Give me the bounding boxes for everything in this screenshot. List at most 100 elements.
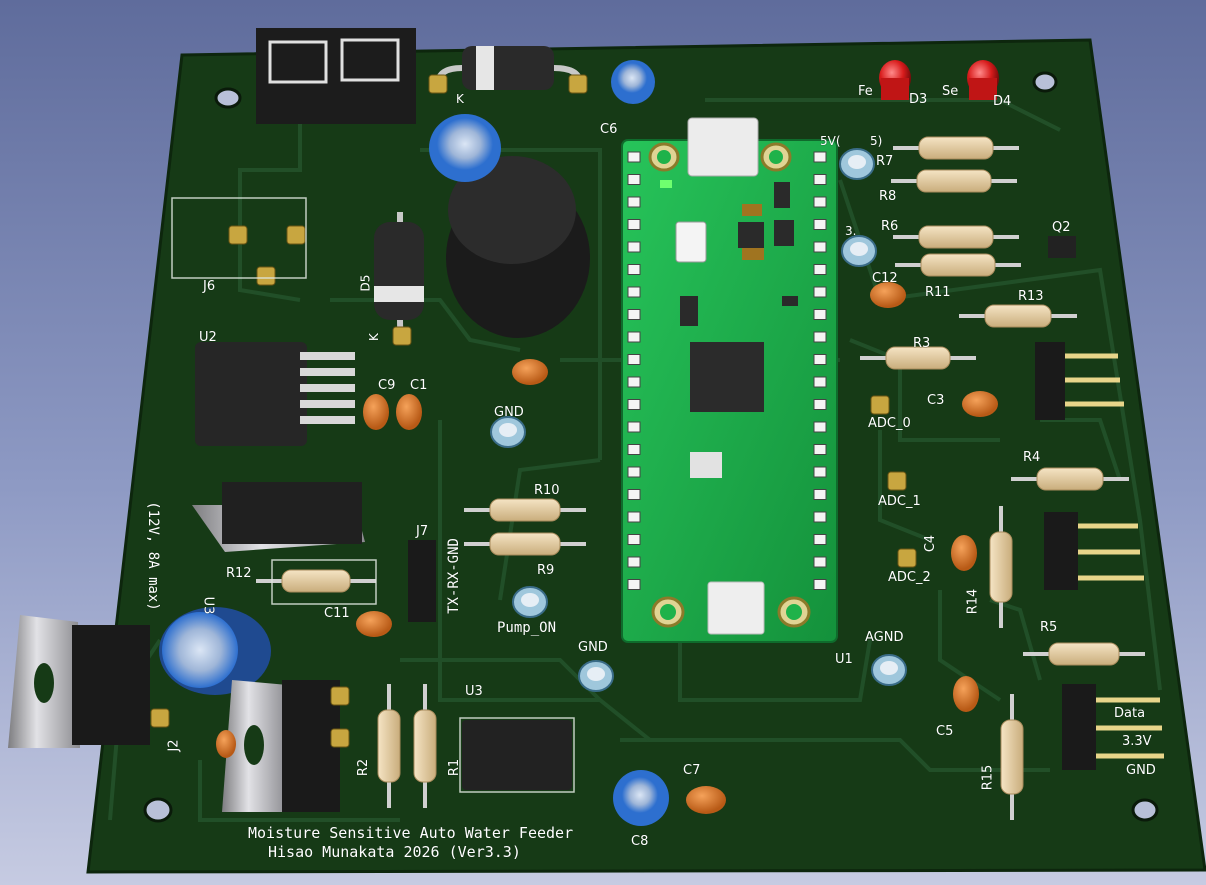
label-j7-pins: TX-RX-GND [445, 538, 462, 614]
label-k2: K [366, 333, 381, 341]
label-d4-partial: Se [942, 84, 959, 99]
label-c5: C5 [936, 724, 954, 739]
label-gnd-3: GND [1126, 763, 1156, 778]
ceramic-cap [363, 394, 389, 430]
label-d3: D3 [909, 92, 928, 107]
label-j6: J6 [203, 279, 216, 294]
pico-pin [627, 241, 641, 253]
test-point-top [848, 155, 866, 169]
pico-pin [813, 399, 827, 410]
pico-pin [627, 466, 641, 478]
regulator-to220 [8, 615, 340, 812]
resistor-body [1000, 719, 1024, 795]
label-r1: R1 [447, 758, 463, 777]
ceramic-cap [953, 676, 979, 712]
label-data: Data [1114, 706, 1146, 721]
pico-pin [627, 309, 641, 320]
pico-pin [627, 354, 641, 365]
gold-pad [897, 548, 917, 568]
label-k1: K [456, 92, 464, 106]
label-u3-j: U3 [200, 596, 216, 615]
ic-packages [192, 28, 1076, 790]
pico-pin [813, 196, 827, 208]
ceramic-cap [962, 391, 998, 417]
pico-pin [813, 264, 827, 275]
pico-pin [627, 444, 641, 455]
pico-pin [813, 579, 827, 590]
mounting-holes [143, 71, 1159, 823]
test-point-top [850, 242, 868, 256]
resistor-body [281, 569, 351, 593]
label-c11: C11 [324, 606, 350, 621]
label-c7: C7 [683, 763, 701, 778]
pico-pin [813, 286, 827, 298]
label-adc0: ADC_0 [868, 416, 911, 431]
pico-pin [627, 579, 641, 590]
test-point-top [499, 423, 517, 437]
label-j2: J2 [166, 739, 182, 752]
pico-pin [627, 219, 641, 230]
inductor-cylinder [446, 156, 590, 338]
pico-pin [627, 489, 641, 500]
label-r12: R12 [226, 566, 252, 581]
ceramic-cap [951, 535, 977, 571]
label-d3-partial: Fe [858, 84, 873, 99]
pico-pin [627, 376, 641, 388]
label-5v-b: 5) [870, 134, 883, 148]
board-title-line2: Hisao Munakata 2026 (Ver3.3) [268, 843, 521, 861]
pico-pin [627, 399, 641, 410]
label-u2: U2 [199, 330, 217, 345]
resistor-body [885, 346, 951, 370]
pico-pin [813, 151, 827, 163]
gold-pad [256, 266, 276, 286]
resistor-body [413, 709, 437, 783]
electrolytic-caps [159, 60, 669, 826]
label-r3: R3 [913, 336, 931, 351]
label-d5: D5 [358, 274, 373, 292]
label-d4: D4 [993, 94, 1012, 109]
pico-pin [627, 286, 641, 298]
resistor-body [1036, 467, 1104, 491]
pico-pin [813, 489, 827, 500]
label-gnd-1: GND [494, 405, 524, 420]
pico-pin [627, 264, 641, 275]
label-agnd: AGND [865, 630, 904, 645]
ceramic-cap [216, 730, 236, 758]
board-title-line1: Moisture Sensitive Auto Water Feeder [248, 824, 574, 842]
test-point-top [521, 593, 539, 607]
gold-pad [568, 74, 588, 94]
ceramic-cap [356, 611, 392, 637]
label-u3: U3 [465, 684, 483, 699]
resistor-body [1048, 642, 1120, 666]
pico-pin [627, 196, 641, 208]
resistor-body [377, 709, 401, 783]
pico-pin [813, 309, 827, 320]
pico-pin [813, 376, 827, 388]
silk-outlines [171, 197, 575, 793]
label-gnd-2: GND [578, 640, 608, 655]
gold-pads [150, 74, 917, 748]
gold-pad [887, 471, 907, 491]
resistor-body [918, 136, 994, 160]
pico-pin [813, 331, 827, 343]
ceramic-cap [870, 282, 906, 308]
pico-pin [627, 331, 641, 343]
label-c9: C9 [378, 378, 396, 393]
resistor-body [920, 253, 996, 277]
pico-pin [813, 556, 827, 568]
label-adc2: ADC_2 [888, 570, 931, 585]
pico-pin [627, 534, 641, 545]
label-r10: R10 [534, 483, 560, 498]
gold-pad [228, 225, 248, 245]
pico-pin [813, 219, 827, 230]
label-5v: 5V( [820, 134, 841, 148]
gold-pad [330, 686, 350, 706]
gold-pad [330, 728, 350, 748]
label-c6: C6 [600, 122, 618, 137]
gold-pad [392, 326, 412, 346]
pico-pin [813, 421, 827, 433]
diodes [374, 46, 583, 340]
resistors [256, 136, 1145, 666]
ceramic-cap [512, 359, 548, 385]
